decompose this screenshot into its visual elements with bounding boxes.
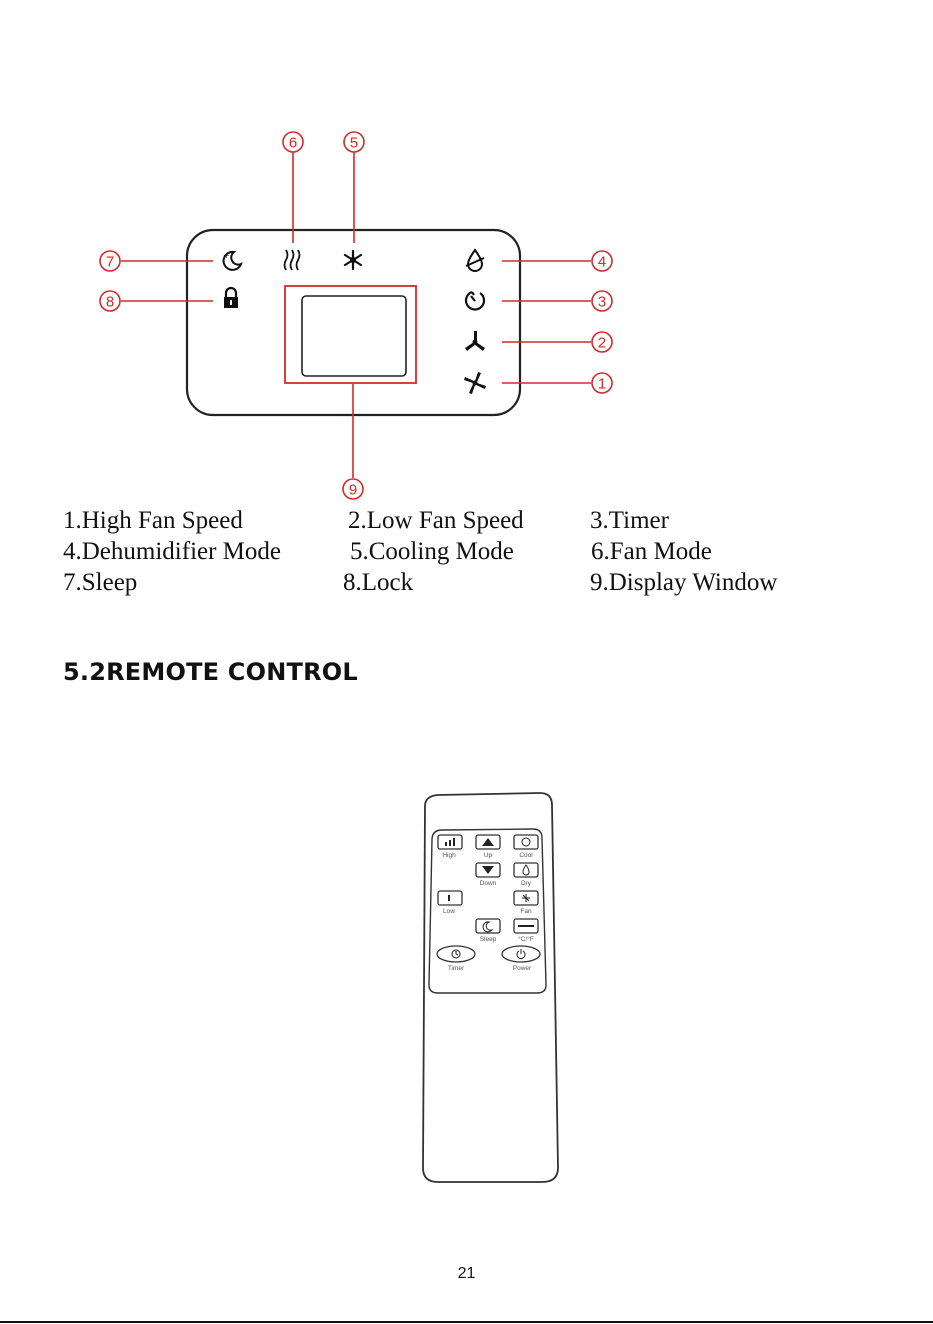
power-small-icon — [517, 949, 525, 958]
remote-label-down: Down — [480, 880, 497, 887]
legend-lock: 8.Lock — [343, 569, 413, 597]
callout-5: 5 — [344, 132, 364, 152]
svg-text:+: + — [223, 251, 230, 260]
legend-fan-mode: 6.Fan Mode — [591, 538, 712, 566]
remote-fan-button[interactable] — [514, 891, 538, 905]
lock-icon — [224, 288, 238, 308]
drop-small-icon — [523, 865, 529, 875]
legend-dehumidifier-mode: 4.Dehumidifier Mode — [63, 538, 281, 566]
display-window — [302, 296, 406, 376]
page-bottom-rule — [0, 1321, 933, 1323]
svg-text:3: 3 — [598, 294, 606, 311]
svg-text:4: 4 — [598, 254, 606, 271]
remote-label-fan: Fan — [520, 908, 532, 915]
remote-timer-button[interactable] — [437, 946, 475, 962]
callout-8: 8 — [100, 291, 120, 311]
low-fan-icon — [465, 331, 485, 351]
clock-small-icon — [452, 950, 460, 958]
cooling-icon — [345, 251, 361, 269]
callout-1: 1 — [592, 373, 612, 393]
callout-7: 7 — [100, 251, 120, 271]
svg-text:6: 6 — [289, 135, 297, 152]
remote-high-button[interactable] — [438, 835, 462, 849]
remote-label-cool: Cool — [519, 852, 533, 859]
fan-small-icon — [522, 894, 530, 902]
callout-6: 6 — [283, 132, 303, 152]
low-bar-icon — [448, 895, 450, 901]
callout-3: 3 — [592, 291, 612, 311]
remote-down-button[interactable] — [476, 863, 500, 877]
remote-label-cf: °C/°F — [518, 935, 534, 943]
fan-mode-icon — [285, 250, 300, 270]
legend-sleep: 7.Sleep — [63, 569, 137, 597]
svg-text:7: 7 — [106, 254, 114, 271]
remote-label-dry: Dry — [521, 880, 532, 887]
dehumidifier-icon — [466, 250, 484, 271]
svg-text:2: 2 — [598, 335, 606, 352]
remote-label-high: High — [442, 852, 456, 859]
remote-label-sleep: Sleep — [480, 936, 497, 943]
page-number: 21 — [0, 1265, 933, 1283]
cf-bar-icon — [518, 925, 534, 927]
remote-label-power: Power — [513, 965, 532, 972]
section-heading: 5.2REMOTE CONTROL — [63, 658, 358, 686]
display-window-frame — [285, 286, 416, 383]
remote-dry-button[interactable] — [514, 863, 538, 877]
legend-display-window: 9.Display Window — [590, 569, 777, 597]
sleep-icon: + — [223, 251, 241, 270]
control-panel-diagram: + — [0, 0, 933, 520]
remote-button-panel — [429, 829, 546, 993]
callout-4: 4 — [592, 251, 612, 271]
remote-up-button[interactable] — [476, 835, 500, 849]
remote-label-low: Low — [443, 908, 455, 915]
remote-body — [423, 793, 558, 1182]
remote-sleep-button[interactable] — [476, 919, 500, 933]
remote-label-timer: Timer — [448, 965, 465, 972]
svg-text:8: 8 — [106, 294, 114, 311]
remote-label-up: Up — [484, 852, 493, 859]
snowflake-small-icon — [522, 838, 530, 846]
clock-hand-icon — [456, 951, 458, 955]
signal-bars-icon — [445, 838, 455, 846]
legend-high-fan-speed: 1.High Fan Speed — [63, 507, 243, 535]
triangle-up-icon — [482, 838, 494, 846]
moon-small-icon — [483, 922, 492, 932]
remote-cf-button[interactable] — [514, 919, 538, 933]
timer-icon — [466, 292, 484, 309]
triangle-down-icon — [482, 866, 494, 874]
callout-9: 9 — [343, 479, 363, 499]
remote-power-button[interactable] — [502, 946, 540, 962]
callout-2: 2 — [592, 332, 612, 352]
legend-timer: 3.Timer — [590, 507, 669, 535]
svg-text:5: 5 — [350, 135, 358, 152]
svg-text:9: 9 — [349, 482, 357, 499]
remote-cool-button[interactable] — [514, 835, 538, 849]
remote-low-button[interactable] — [438, 891, 462, 905]
high-fan-icon — [464, 372, 486, 394]
legend-cooling-mode: 5.Cooling Mode — [350, 538, 514, 566]
legend-low-fan-speed: 2.Low Fan Speed — [348, 507, 524, 535]
svg-text:1: 1 — [598, 376, 606, 393]
